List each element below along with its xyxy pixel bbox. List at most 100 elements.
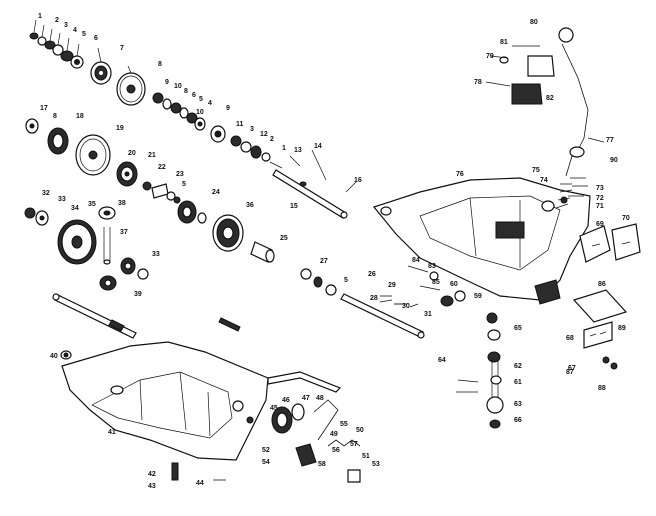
callout-39: 39 [134, 291, 142, 298]
callout-1: 1 [38, 13, 42, 20]
shaft-26 [340, 293, 425, 339]
callout-8: 8 [158, 61, 162, 68]
bearing-17 [25, 118, 39, 134]
callout-40: 40 [50, 353, 58, 360]
pins-28-29 [380, 295, 419, 308]
callout-32: 32 [42, 190, 50, 197]
callout-49: 49 [330, 431, 338, 438]
callout-51: 51 [362, 453, 370, 460]
callout-71: 71 [596, 203, 604, 210]
gear-35 [212, 214, 244, 252]
callout-41: 41 [108, 429, 116, 436]
callout-85: 85 [432, 279, 440, 286]
callout-4b: 4 [208, 100, 212, 107]
gear-39 [99, 275, 117, 291]
callout-10b: 10 [196, 109, 204, 116]
callout-52: 52 [262, 447, 270, 454]
callout-67: 67 [568, 365, 576, 372]
callout-19: 19 [116, 125, 124, 132]
callout-6b: 6 [192, 92, 196, 99]
upper-washer-stack [29, 32, 84, 69]
callout-75: 75 [532, 167, 540, 174]
callout-23: 23 [176, 171, 184, 178]
callout-24: 24 [212, 189, 220, 196]
shaft-13 [272, 169, 348, 219]
callout-73: 73 [596, 185, 604, 192]
callout-84: 84 [412, 257, 420, 264]
pinion-38 [98, 206, 116, 265]
callout-86: 86 [598, 281, 606, 288]
lower-washers-27 [300, 268, 337, 296]
callout-72: 72 [596, 195, 604, 202]
spacer-25 [250, 241, 275, 263]
callout-68: 68 [566, 335, 574, 342]
callout-65: 65 [514, 325, 522, 332]
callout-37: 37 [120, 229, 128, 236]
callout-33: 33 [58, 196, 66, 203]
callout-5b: 5 [199, 96, 203, 103]
gear-21 [116, 161, 138, 187]
callout-11: 11 [236, 121, 244, 128]
callout-1b: 1 [282, 145, 286, 152]
small-gear-33b [120, 257, 149, 280]
callout-53: 53 [372, 461, 380, 468]
sprocket-34 [57, 219, 97, 265]
bracket-86-88 [572, 289, 628, 370]
shift-brackets-78-79 [499, 55, 555, 105]
callout-89: 89 [618, 325, 626, 332]
callout-66: 66 [514, 417, 522, 424]
callout-2b: 2 [270, 136, 274, 143]
washer-40 [60, 350, 72, 360]
callout-50: 50 [356, 427, 364, 434]
callout-48: 48 [316, 395, 324, 402]
callout-4: 4 [73, 27, 77, 34]
callout-45: 45 [270, 405, 278, 412]
vertical-shaft-stack [440, 290, 504, 429]
leader-lines [33, 19, 605, 305]
upper-shaft-washers [152, 92, 271, 162]
shifter-knob-80 [558, 27, 574, 43]
callout-54: 54 [262, 459, 270, 466]
callout-27: 27 [320, 258, 328, 265]
bevel-gear-7 [90, 61, 112, 85]
callout-46: 46 [282, 397, 290, 404]
callout-22: 22 [158, 164, 166, 171]
callout-26: 26 [368, 271, 376, 278]
callout-69: 69 [596, 221, 604, 228]
callout-55: 55 [340, 421, 348, 428]
callout-8b: 8 [184, 88, 188, 95]
gear-52-53 [271, 403, 305, 434]
callout-43: 43 [148, 483, 156, 490]
washers-32-33 [24, 207, 49, 226]
spring-58 [327, 439, 361, 483]
callout-64: 64 [438, 357, 446, 364]
callout-38: 38 [118, 200, 126, 207]
callout-79: 79 [486, 53, 494, 60]
callout-30: 30 [402, 303, 410, 310]
callout-15: 15 [290, 203, 298, 210]
upper-housing-76 [372, 177, 591, 305]
callout-8c: 8 [53, 113, 57, 120]
callout-3b: 3 [250, 126, 254, 133]
callout-9b: 9 [226, 105, 230, 112]
callout-63: 63 [514, 401, 522, 408]
large-gear-8 [116, 72, 146, 106]
callout-81: 81 [500, 39, 508, 46]
callout-87: 87 [566, 369, 574, 376]
callout-76: 76 [456, 171, 464, 178]
bolts-42-43 [171, 462, 226, 481]
callout-5: 5 [82, 31, 86, 38]
callout-33b: 33 [152, 251, 160, 258]
callout-62: 62 [514, 363, 522, 370]
callout-18: 18 [76, 113, 84, 120]
callout-6: 6 [94, 35, 98, 42]
gear-24 [177, 200, 207, 224]
callout-82: 82 [546, 95, 554, 102]
spline-gear-18 [47, 127, 69, 155]
callout-20: 20 [128, 150, 136, 157]
lower-housing-41 [61, 341, 342, 461]
callout-56: 56 [332, 447, 340, 454]
callout-25: 25 [280, 235, 288, 242]
